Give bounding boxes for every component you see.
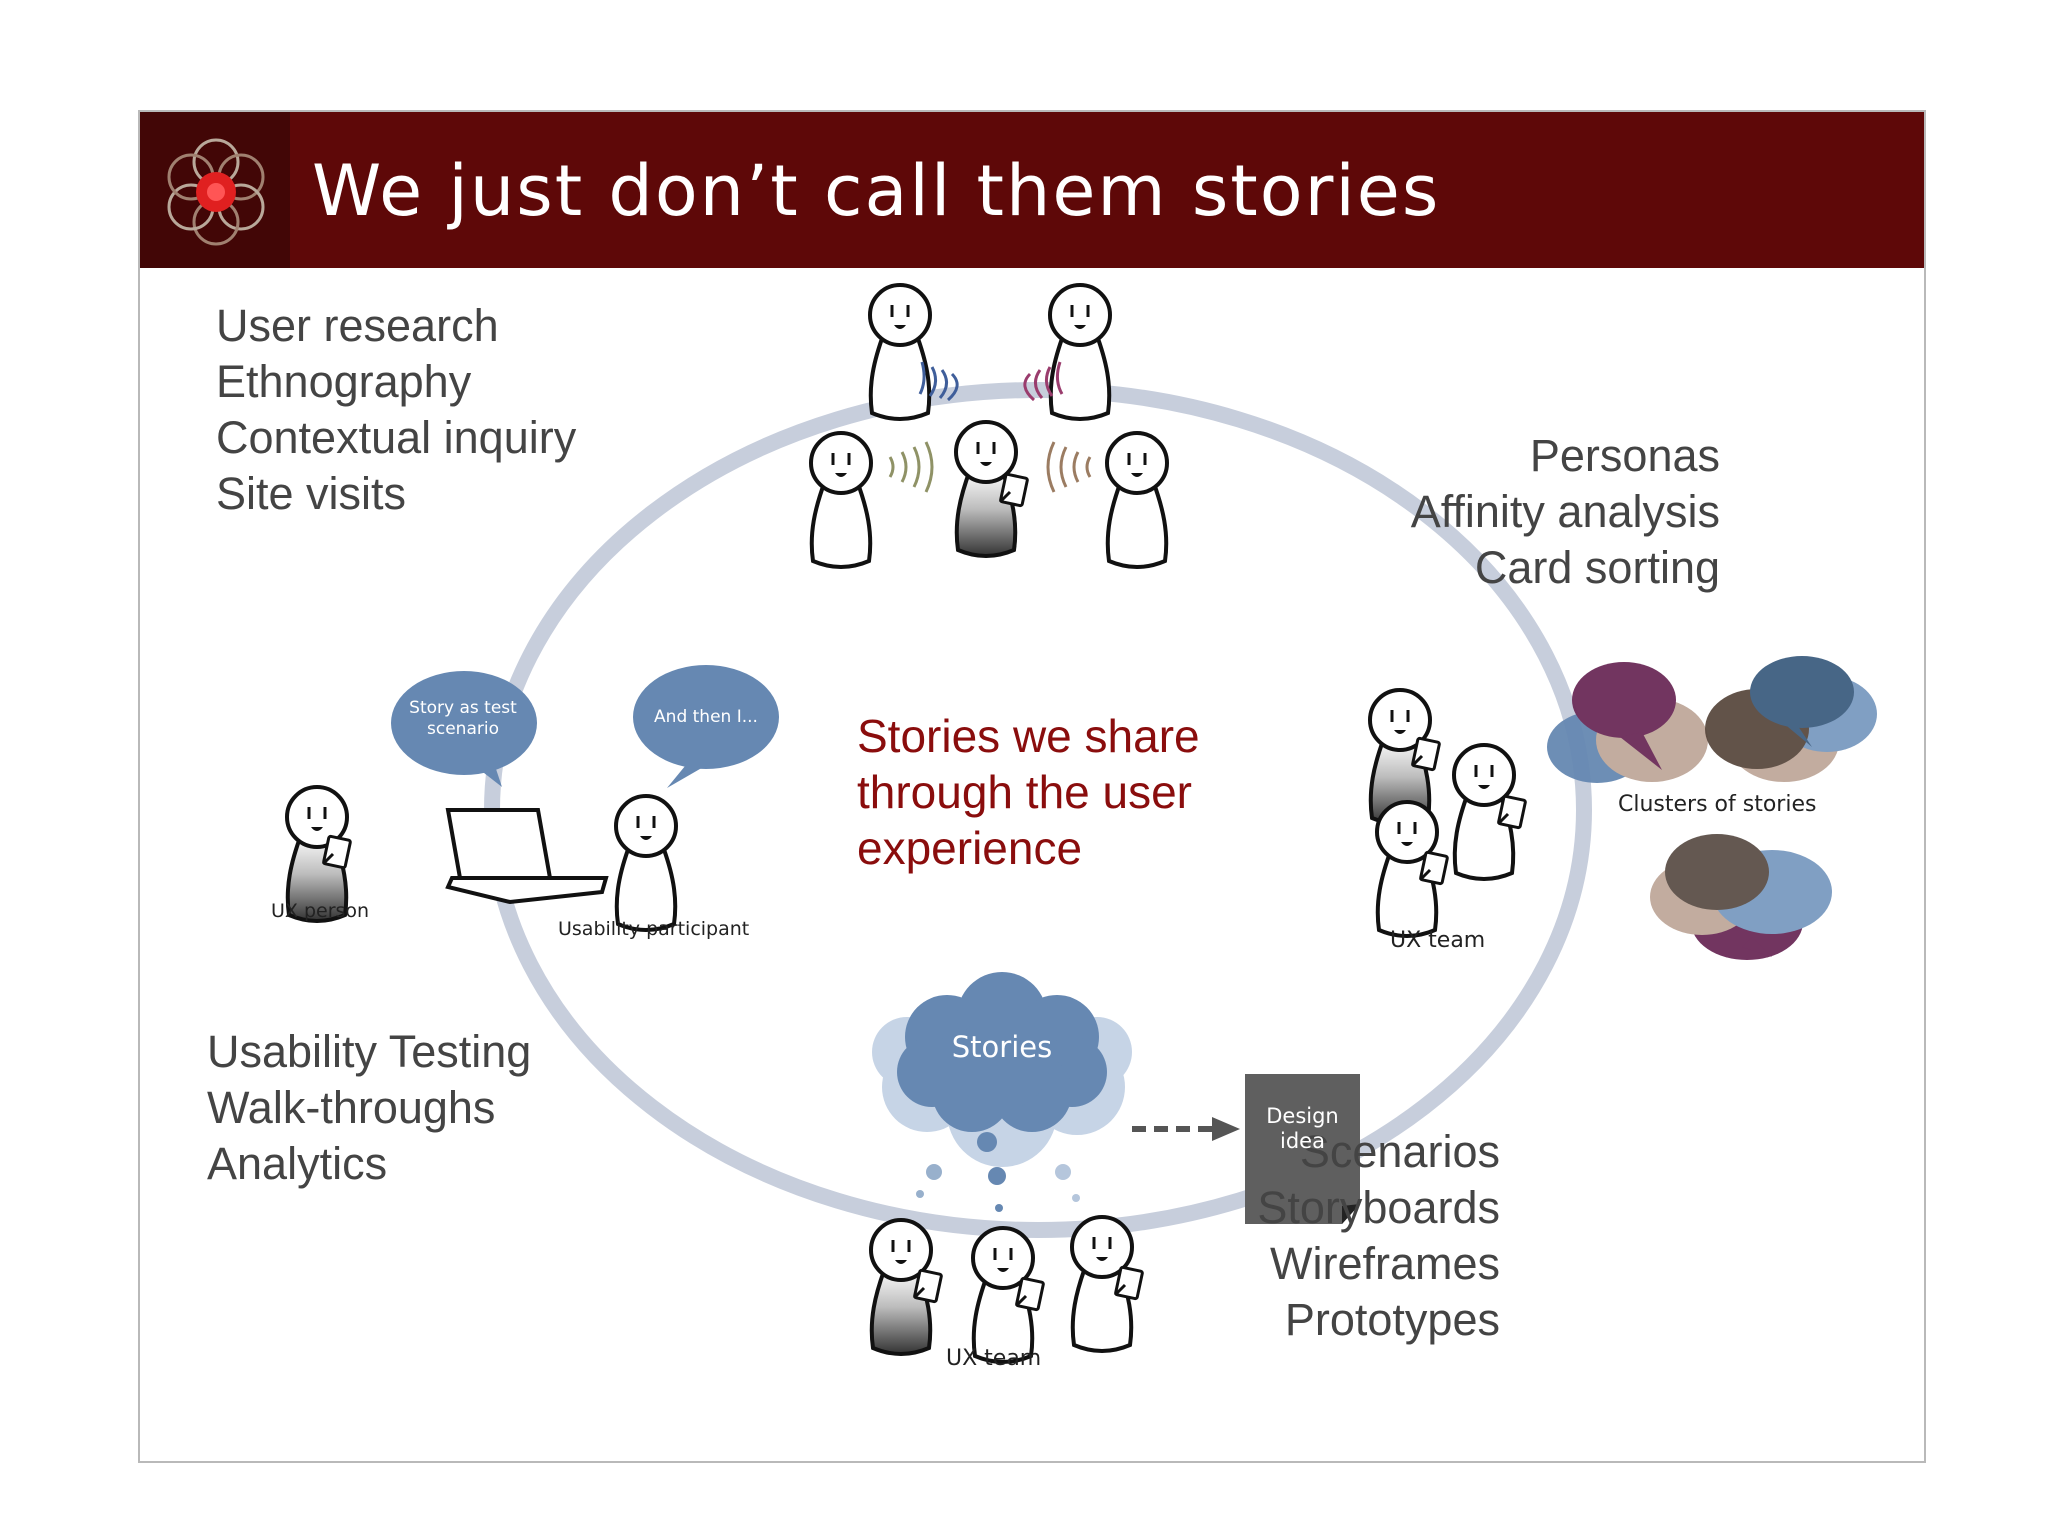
and-then-bubble-text: And then I... <box>654 707 758 727</box>
rain-drops <box>916 1132 1080 1212</box>
design-idea-line: Design <box>1266 1104 1339 1128</box>
design-methods-list: Scenarios Storyboards Wireframes Prototy… <box>1180 1124 1500 1348</box>
stories-cloud <box>872 972 1132 1212</box>
slide: We just don’t call them stories <box>138 110 1926 1463</box>
bubble-line: Story as test <box>409 698 517 718</box>
research-method: Site visits <box>216 468 407 519</box>
ux-team-right <box>1368 688 1528 938</box>
design-idea-doc <box>1245 1074 1360 1224</box>
story-cycle-diagram <box>285 283 1877 1364</box>
arrow-to-design-idea-icon <box>1132 1117 1240 1141</box>
story-test-bubble <box>391 671 537 787</box>
testing-methods-list: Usability Testing Walk-throughs Analytic… <box>207 1024 531 1192</box>
sound-waves-icon <box>888 441 934 493</box>
research-method: Ethnography <box>216 356 472 407</box>
research-participants <box>809 283 1169 569</box>
center-statement: Stories we share through the user experi… <box>857 708 1277 876</box>
center-statement-line: through the user <box>857 766 1193 818</box>
analysis-method: Card sorting <box>1474 542 1720 593</box>
analysis-methods-list: Personas Affinity analysis Card sorting <box>1320 428 1720 596</box>
research-methods-list: User research Ethnography Contextual inq… <box>216 298 576 522</box>
story-test-bubble-text: Story as test scenario <box>390 698 536 740</box>
center-statement-line: experience <box>857 822 1083 874</box>
logo <box>140 112 290 268</box>
clusters-of-stories <box>1547 656 1877 960</box>
ux-team-right-caption: UX team <box>1390 928 1486 953</box>
analysis-method: Personas <box>1529 430 1720 481</box>
sound-waves-icon <box>1023 361 1064 402</box>
laptop-icon <box>445 808 609 905</box>
usability-participant-caption: Usability participant <box>558 918 750 940</box>
clusters-caption: Clusters of stories <box>1618 792 1817 817</box>
slide-title: We just don’t call them stories <box>312 150 1441 232</box>
research-method: Contextual inquiry <box>216 412 577 463</box>
title-bar: We just don’t call them stories <box>140 112 1924 268</box>
ux-team-bottom <box>869 1215 1145 1364</box>
ux-team-bottom-caption: UX team <box>946 1346 1042 1371</box>
design-method: Prototypes <box>1284 1294 1500 1345</box>
design-idea-line: idea <box>1280 1129 1325 1153</box>
testing-method: Usability Testing <box>207 1026 532 1077</box>
design-method: Wireframes <box>1269 1238 1500 1289</box>
design-idea-label: Design idea <box>1245 1104 1360 1154</box>
sound-waves-icon <box>1046 441 1092 493</box>
sound-waves-icon <box>918 361 959 402</box>
flower-logo-icon <box>167 138 265 246</box>
design-method: Scenarios <box>1299 1126 1500 1177</box>
and-then-bubble <box>633 665 779 788</box>
design-method: Storyboards <box>1257 1182 1500 1233</box>
research-method: User research <box>216 300 499 351</box>
usability-test-scene <box>285 665 779 932</box>
center-statement-line: Stories we share <box>857 710 1200 762</box>
stories-cloud-label: Stories <box>951 1030 1053 1064</box>
bubble-line: scenario <box>427 719 499 739</box>
testing-method: Analytics <box>207 1138 388 1189</box>
testing-method: Walk-throughs <box>207 1082 496 1133</box>
analysis-method: Affinity analysis <box>1410 486 1720 537</box>
ux-person-caption: UX person <box>271 900 370 922</box>
